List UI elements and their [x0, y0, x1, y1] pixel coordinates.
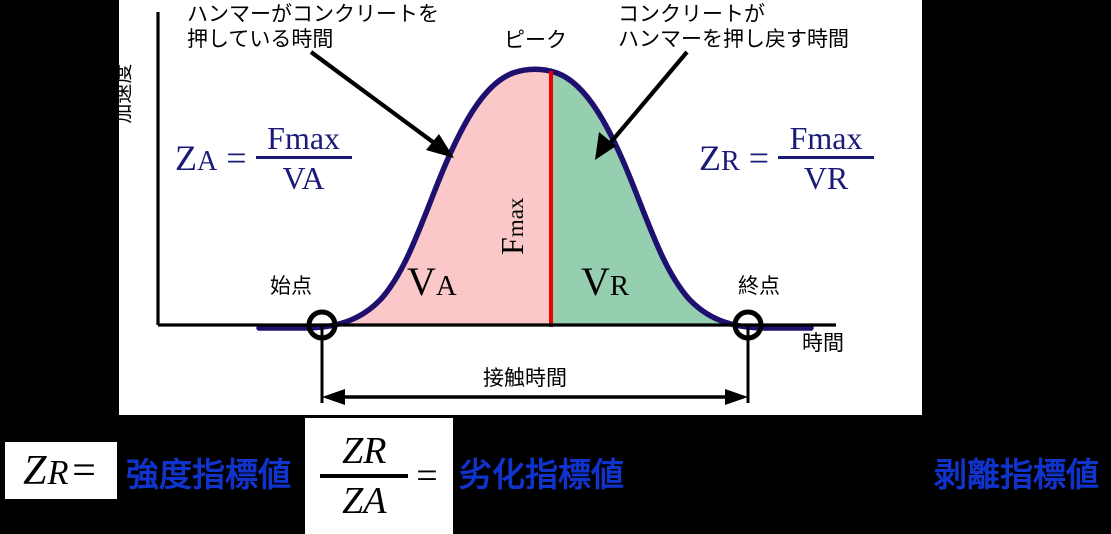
formula-za-fraction: Fmax VA — [255, 122, 352, 194]
y-axis-label-text: 加速度 — [119, 64, 135, 124]
acceleration-time-curve — [156, 12, 836, 405]
formula-za-lhs-main: Z — [175, 138, 197, 178]
formula-zr-num-main: F — [789, 120, 808, 156]
zr-over-za-box: ZR ZA = — [305, 418, 453, 534]
right-callout-text: コンクリートが ハンマーを押し戻す時間 — [618, 2, 849, 52]
formula-zr-numerator: Fmax — [784, 122, 869, 156]
formula-zr: ZR = Fmax VR — [699, 122, 875, 194]
contact-time-arrow — [322, 389, 748, 405]
zr-over-za-denominator: ZA — [342, 480, 387, 522]
left-callout-text: ハンマーがコンクリートを 押している時間 — [187, 2, 439, 52]
fmax-label-main: F — [494, 237, 530, 255]
zr-box-equals: = — [69, 447, 99, 494]
area-va-label-sub: A — [435, 270, 457, 302]
delamination-index-label: 剥離指標値 — [934, 455, 1099, 494]
formula-zr-lhs-main: Z — [699, 138, 721, 178]
peak-label: ピーク — [504, 28, 567, 52]
strength-index-label: 強度指標値 — [126, 455, 291, 494]
zr-over-za-numerator: ZR — [342, 430, 387, 472]
formula-zr-fraction: Fmax VR — [778, 122, 875, 194]
x-axis-label: 時間 — [802, 331, 844, 355]
zr-box-main: Z — [23, 447, 48, 494]
chart-panel: 加速度 ハンマーがコンクリートを 押している時間 コンクリートが ハンマーを押し… — [119, 0, 922, 415]
formula-za-num-main: F — [267, 120, 285, 156]
formula-za-num-sub: max — [284, 120, 341, 156]
formula-zr-den-sub: R — [826, 160, 849, 196]
area-va-label-main: V — [407, 259, 436, 304]
start-point-label: 始点 — [270, 274, 312, 298]
area-va-label: VA — [407, 258, 457, 305]
contact-time-label: 接触時間 — [483, 366, 567, 390]
fmax-label-sub: max — [502, 197, 528, 238]
formula-zr-fraction-bar — [778, 156, 875, 159]
right-callout-arrow — [595, 50, 689, 160]
area-vr-label-main: V — [581, 259, 610, 304]
right-callout-line1: コンクリートが — [618, 2, 765, 26]
fmax-label: Fmax — [494, 135, 561, 255]
area-vr-label: VR — [581, 258, 629, 305]
deterioration-index-label: 劣化指標値 — [459, 455, 624, 494]
zr-over-za-fraction: ZR ZA — [320, 430, 409, 522]
left-callout-line1: ハンマーがコンクリートを — [187, 2, 439, 26]
zr-equals-text: ZR= — [23, 447, 99, 495]
formula-za-den-main: V — [282, 160, 302, 196]
left-callout-line2: 押している時間 — [187, 26, 334, 51]
fmax-label-text: Fmax — [494, 198, 531, 255]
formula-zr-lhs: ZR — [699, 137, 740, 179]
formula-za-equals: = — [226, 138, 247, 178]
right-callout-line2: ハンマーを押し戻す時間 — [618, 26, 849, 51]
formula-zr-equals: = — [748, 138, 770, 178]
formula-zr-num-sub: max — [807, 120, 863, 156]
formula-zr-denominator: VR — [798, 159, 854, 194]
left-callout-arrow — [309, 50, 454, 158]
zr-box-sub: R — [47, 453, 70, 492]
formula-za-numerator: Fmax — [261, 122, 346, 156]
formula-zr-lhs-sub: R — [721, 146, 740, 177]
formula-za-fraction-bar — [255, 156, 352, 159]
formula-za-den-sub: A — [301, 160, 325, 196]
area-vr-label-sub: R — [609, 270, 630, 302]
formula-za-lhs: ZA — [175, 137, 217, 179]
index-definitions-row: ZR= 強度指標値 ZR ZA = 劣化指標値 剥離指標値 — [0, 415, 1111, 534]
formula-za: ZA = Fmax VA — [175, 122, 352, 194]
formula-za-denominator: VA — [277, 159, 331, 194]
y-axis-label: 加速度 — [119, 14, 163, 124]
zr-equals-box: ZR= — [5, 442, 117, 499]
acceleration-curve — [256, 66, 814, 331]
zr-over-za-fraction-bar — [320, 474, 409, 478]
area-va-fill — [322, 72, 551, 325]
formula-za-lhs-sub: A — [197, 146, 218, 177]
formula-zr-den-main: V — [803, 160, 827, 196]
zr-over-za-equals: = — [416, 455, 438, 497]
end-point-label: 終点 — [738, 274, 780, 298]
